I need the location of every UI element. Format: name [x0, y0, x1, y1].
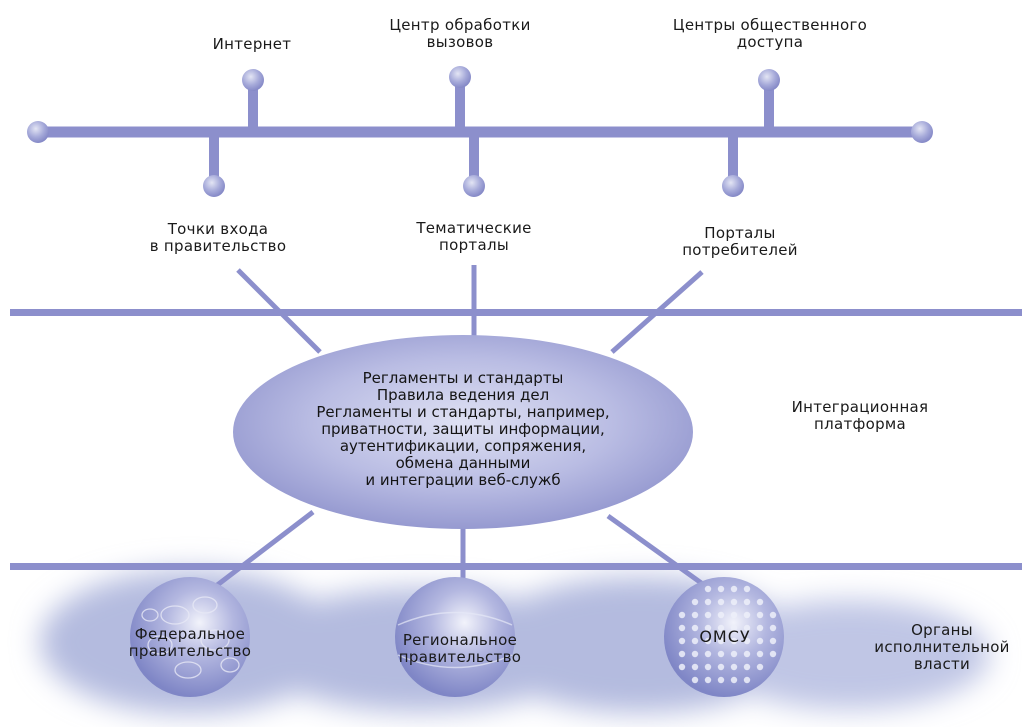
omsu-texture-dot: [756, 598, 764, 606]
portal-label-gov-entry: Точки входа в правительство: [149, 220, 287, 255]
omsu-texture-dot: [691, 663, 699, 671]
omsu-texture-dot: [717, 598, 725, 606]
omsu-texture-dot: [730, 650, 738, 658]
omsu-texture-dot: [756, 637, 764, 645]
integration-platform-label: Интеграционная платформа: [791, 398, 929, 433]
body-label-federal: Федеральное правительство: [128, 625, 252, 660]
executive-bodies-label: Органы исполнительной власти: [874, 621, 1010, 673]
access-bus: [27, 121, 933, 143]
omsu-texture-dot: [769, 650, 777, 658]
omsu-texture-dot: [678, 611, 686, 619]
omsu-texture-dot: [743, 663, 751, 671]
omsu-texture-dot: [704, 598, 712, 606]
omsu-texture-dot: [743, 650, 751, 658]
omsu-texture-dot: [678, 650, 686, 658]
omsu-texture-dot: [704, 585, 712, 593]
omsu-texture-dot: [730, 611, 738, 619]
regional-sphere: [395, 577, 515, 697]
omsu-texture-dot: [691, 637, 699, 645]
omsu-texture-dot: [743, 637, 751, 645]
omsu-texture-dot: [743, 624, 751, 632]
connector-internet: [242, 69, 264, 132]
omsu-texture-dot: [769, 624, 777, 632]
channel-label-call-center: Центр обработки вызовов: [389, 16, 531, 51]
omsu-texture-dot: [704, 650, 712, 658]
omsu-texture-dot: [678, 637, 686, 645]
omsu-texture-dot: [756, 624, 764, 632]
omsu-texture-dot: [704, 624, 712, 632]
omsu-texture-dot: [756, 663, 764, 671]
portal-label-consumer: Порталы потребителей: [682, 224, 798, 259]
omsu-texture-dot: [704, 663, 712, 671]
omsu-sphere: [664, 577, 784, 697]
separator-top: [10, 309, 1022, 316]
omsu-texture-dot: [691, 598, 699, 606]
omsu-texture-dot: [756, 611, 764, 619]
body-label-omsu: ОМСУ: [699, 627, 751, 646]
integration-platform-text: Регламенты и стандарты Правила ведения д…: [316, 369, 610, 489]
connector-call-center: [449, 66, 471, 132]
integration-platform-ellipse: [233, 335, 693, 529]
omsu-texture-dot: [730, 637, 738, 645]
connector-gov-entry: [203, 132, 225, 197]
omsu-texture-dot: [691, 650, 699, 658]
federal-sphere: [130, 577, 250, 697]
channel-label-internet: Интернет: [212, 35, 292, 53]
omsu-texture-dot: [717, 585, 725, 593]
omsu-texture-dot: [730, 676, 738, 684]
omsu-texture-dot: [769, 611, 777, 619]
portal-spokes: [236, 265, 704, 354]
connector-consumer: [722, 132, 744, 197]
omsu-texture-dot: [717, 663, 725, 671]
channel-label-public-access: Центры общественного доступа: [672, 16, 868, 51]
omsu-texture-dot: [704, 611, 712, 619]
omsu-texture-dot: [678, 663, 686, 671]
portal-label-thematic: Тематические порталы: [416, 219, 532, 254]
omsu-texture-dot: [730, 624, 738, 632]
omsu-texture-dot: [691, 611, 699, 619]
omsu-texture-dot: [704, 676, 712, 684]
connector-public-access: [758, 69, 780, 132]
omsu-texture-dot: [730, 598, 738, 606]
separator-bottom: [10, 563, 1022, 570]
omsu-texture-dot: [717, 676, 725, 684]
omsu-texture-dot: [743, 598, 751, 606]
omsu-texture-dot: [691, 624, 699, 632]
omsu-texture-dot: [691, 676, 699, 684]
omsu-texture-dot: [717, 650, 725, 658]
omsu-texture-dot: [678, 624, 686, 632]
body-label-regional: Региональное правительство: [398, 631, 522, 666]
omsu-texture-dot: [704, 637, 712, 645]
omsu-texture-dot: [717, 637, 725, 645]
omsu-texture-dot: [730, 585, 738, 593]
omsu-texture-dot: [743, 676, 751, 684]
omsu-texture-dot: [756, 650, 764, 658]
omsu-texture-dot: [743, 585, 751, 593]
omsu-texture-dot: [769, 637, 777, 645]
omsu-texture-dot: [717, 611, 725, 619]
omsu-texture-dot: [743, 611, 751, 619]
omsu-texture-dot: [730, 663, 738, 671]
omsu-texture-dot: [717, 624, 725, 632]
connector-thematic: [463, 132, 485, 197]
